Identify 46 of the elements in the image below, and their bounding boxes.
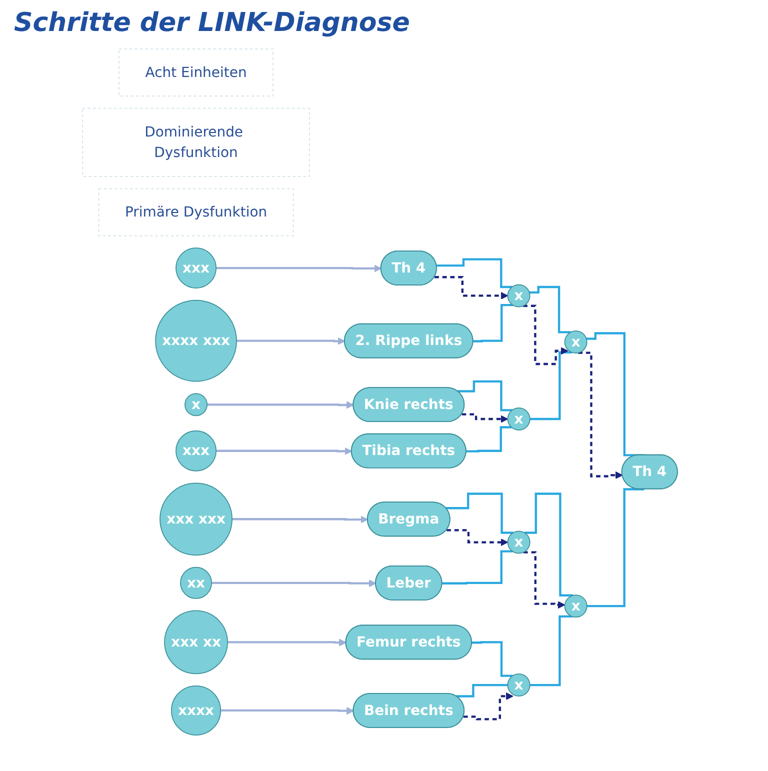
arrow <box>463 692 514 720</box>
connector <box>436 258 512 288</box>
node-circle: xx <box>180 566 212 599</box>
node-circle: x <box>507 408 530 430</box>
node-circle: xxxx xxx <box>155 300 237 382</box>
node-circle: x <box>564 594 588 618</box>
connector <box>529 286 571 334</box>
diagram-title: Schritte der LINK-Diagnose <box>14 8 411 38</box>
node-box: Primäre Dysfunktion <box>98 188 294 236</box>
node-circle: xxx <box>176 430 217 472</box>
node-circle: xxx xxx <box>160 482 232 556</box>
connector <box>530 351 572 420</box>
connector <box>473 304 513 342</box>
node-circle: x <box>507 284 530 308</box>
arrow <box>216 447 352 456</box>
connector <box>466 426 512 452</box>
node-circle: xxx <box>176 248 217 289</box>
connector <box>458 380 512 412</box>
node-circle: x <box>507 674 530 697</box>
arrow <box>228 638 346 646</box>
arrow <box>462 413 508 423</box>
arrow <box>220 707 354 715</box>
node-circle: xxx xx <box>164 610 228 674</box>
connector <box>530 615 572 686</box>
arrow <box>523 551 566 609</box>
node-circle: x <box>564 330 588 354</box>
connector <box>446 492 514 534</box>
arrow <box>236 337 346 346</box>
connector <box>524 492 574 596</box>
node-circle: x <box>507 530 530 554</box>
connector <box>472 641 513 677</box>
node-circle: xxxx <box>171 685 222 736</box>
arrow <box>578 352 623 480</box>
arrow <box>216 264 382 272</box>
arrow <box>446 529 508 546</box>
arrow <box>434 276 508 300</box>
arrow <box>207 401 354 409</box>
node-box: Dominierende Dysfunktion <box>82 108 310 177</box>
node-circle: x <box>184 393 208 416</box>
connector <box>442 550 512 584</box>
node-box: Acht Einheiten <box>118 48 274 97</box>
connector <box>456 684 508 698</box>
arrow <box>232 516 368 524</box>
arrow <box>523 304 568 366</box>
connector <box>586 488 644 608</box>
arrow <box>212 579 376 588</box>
